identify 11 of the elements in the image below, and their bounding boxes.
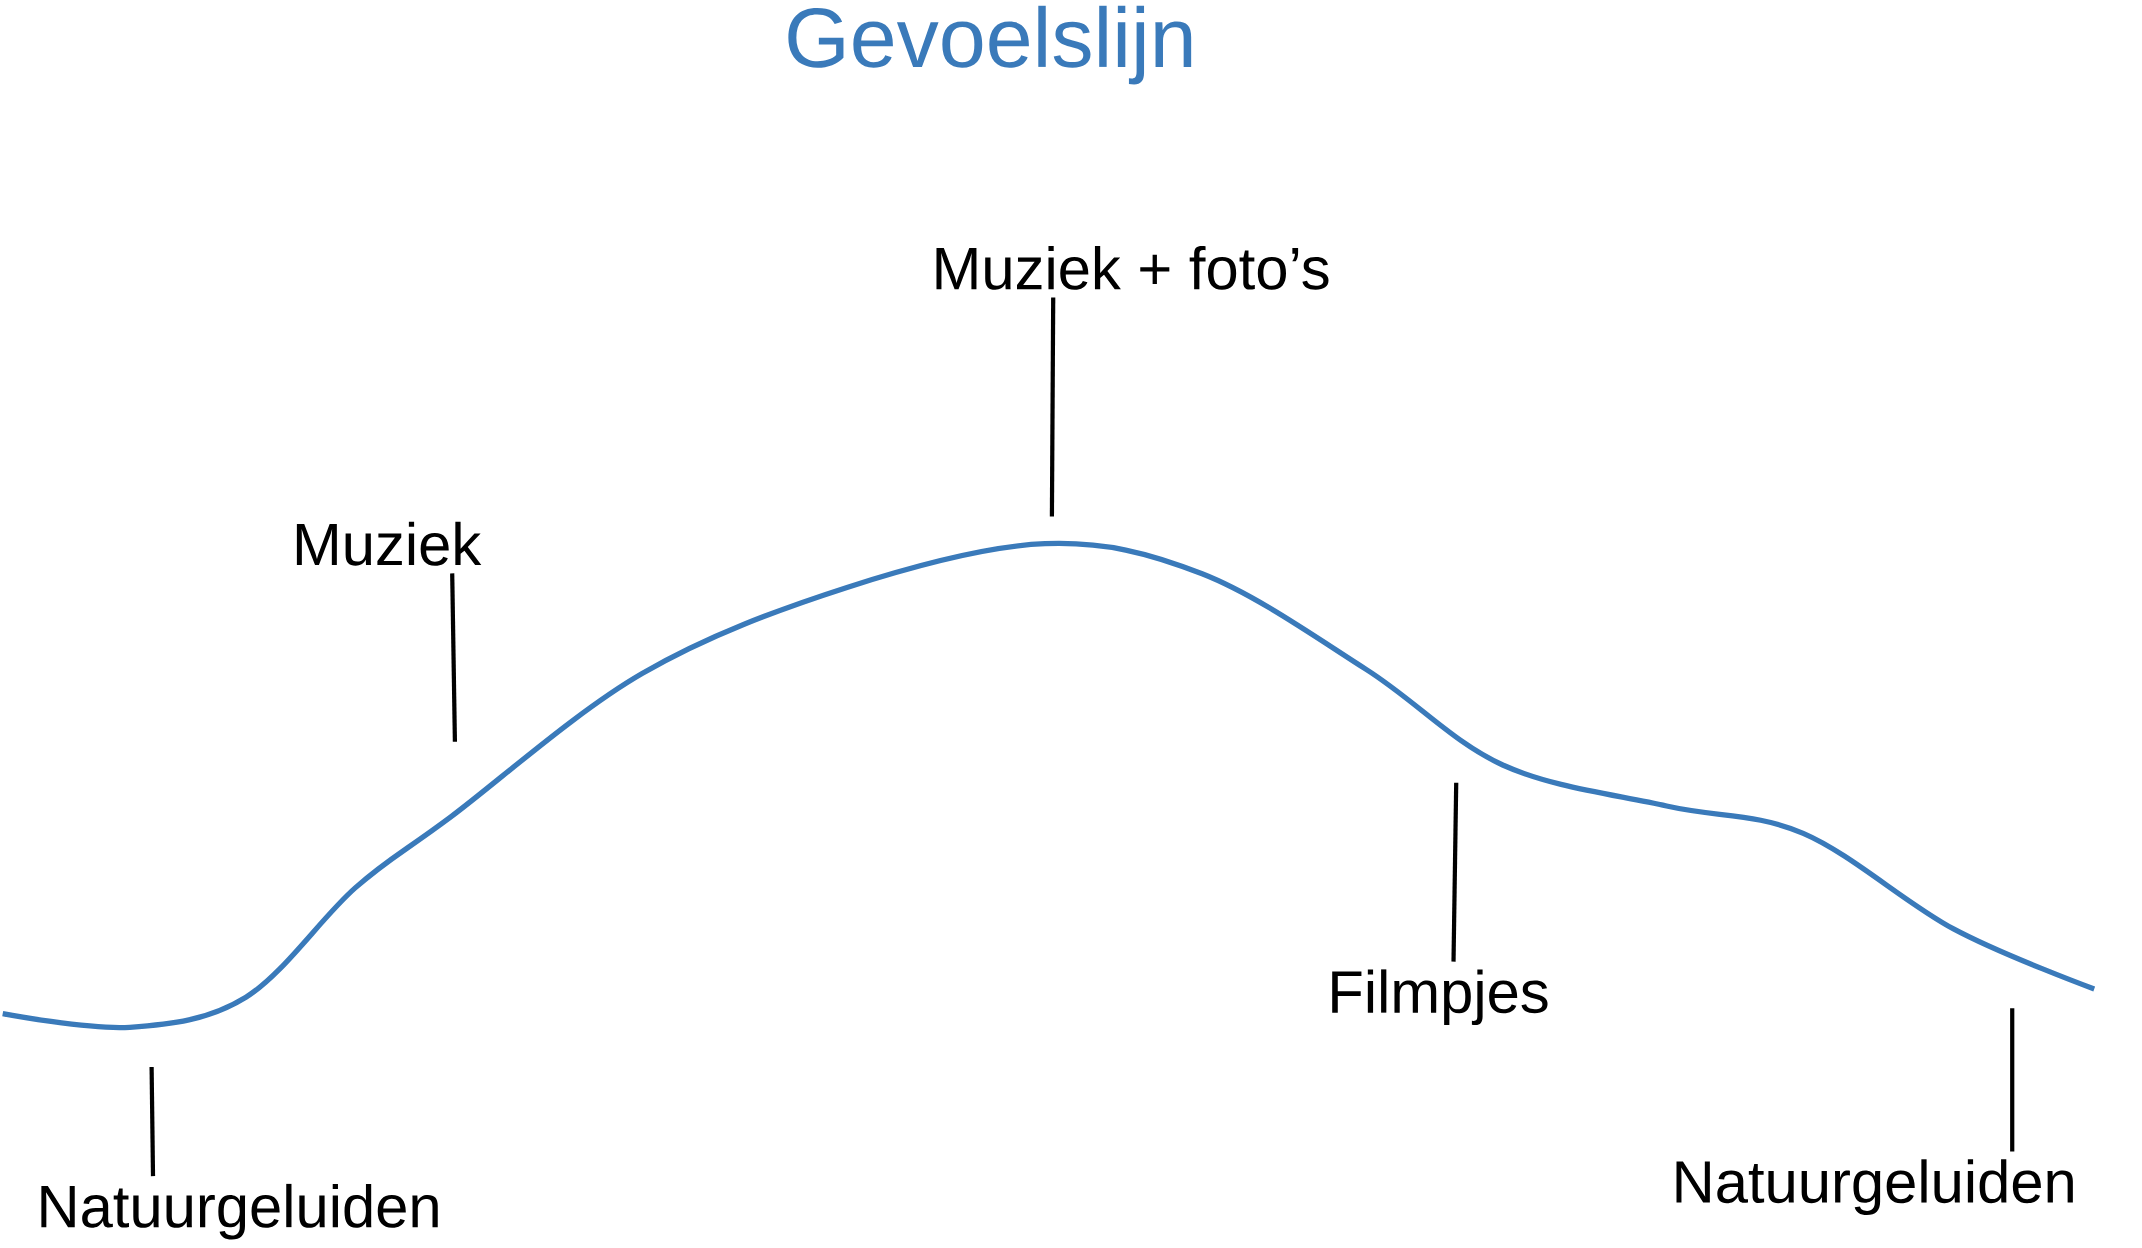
leader-line: [450, 573, 457, 742]
text-label: Filmpjes: [1332, 969, 1548, 1026]
leader-line: [149, 1066, 156, 1177]
leader-line: [1049, 297, 1056, 517]
text-label: Natuurgeluiden: [1676, 1159, 2073, 1215]
text-label: Natuurgeluiden: [41, 1183, 438, 1240]
title: Gevoelslijn: [788, 5, 1192, 85]
text-label: Muziek + foto’s: [936, 245, 1329, 290]
leader-line: [2010, 1008, 2015, 1152]
leader-line: [1451, 782, 1459, 962]
text-label: Muziek: [296, 521, 482, 566]
